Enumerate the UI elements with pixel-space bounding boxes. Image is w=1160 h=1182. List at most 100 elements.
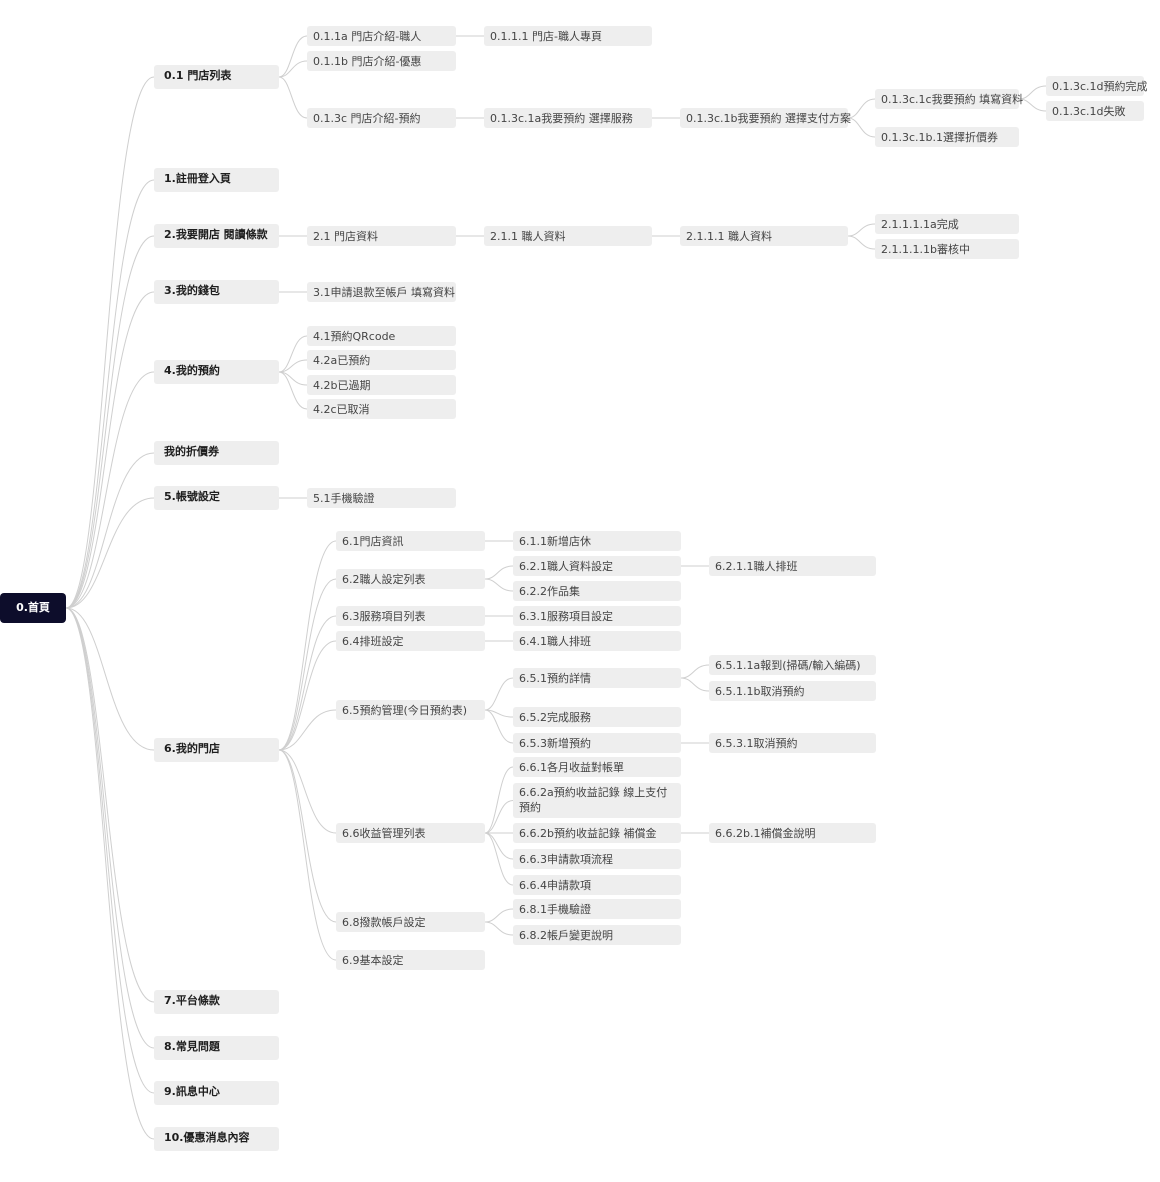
connector-node-2-1-1-1-to-node-2-1-1-1-1a	[847, 223, 876, 237]
node-0-1-3c-1c[interactable]: 0.1.3c.1c我要預約 填寫資料	[875, 89, 1023, 109]
node-6-6[interactable]: 6.6收益管理列表	[336, 823, 485, 843]
connector-node-6-6-to-node-6-6-1	[484, 766, 514, 834]
node-0-1-3c-1b-1[interactable]: 0.1.3c.1b.1選擇折價券	[875, 127, 1019, 147]
connector-node-root-to-node-1	[65, 179, 155, 609]
node-6-5-3-1[interactable]: 6.5.3.1取消預約	[709, 733, 876, 753]
connector-node-root-to-node-my-coupons	[65, 452, 155, 609]
node-0-1-3c[interactable]: 0.1.3c 門店介紹-預約	[307, 108, 456, 128]
node-6-2-2[interactable]: 6.2.2作品集	[513, 581, 681, 601]
node-6-5[interactable]: 6.5預約管理(今日預約表)	[336, 700, 485, 720]
node-4-2c[interactable]: 4.2c已取消	[307, 399, 456, 419]
node-1[interactable]: 1.註冊登入頁	[154, 168, 279, 192]
node-6-9[interactable]: 6.9基本設定	[336, 950, 485, 970]
node-6-6-1[interactable]: 6.6.1各月收益對帳單	[513, 757, 681, 777]
connector-node-2-1-1-1-to-node-2-1-1-1-1b	[847, 235, 876, 250]
node-0-1[interactable]: 0.1 門店列表	[154, 65, 279, 89]
node-0-1-1b[interactable]: 0.1.1b 門店介紹-優惠	[307, 51, 456, 71]
connector-node-root-to-node-8	[65, 607, 155, 1049]
node-2-1-1-1-1a[interactable]: 2.1.1.1.1a完成	[875, 214, 1019, 234]
node-4[interactable]: 4.我的預約	[154, 360, 279, 384]
node-7[interactable]: 7.平台條款	[154, 990, 279, 1014]
node-0-1-3c-1d-fail[interactable]: 0.1.3c.1d失敗	[1046, 101, 1144, 121]
node-6-8-2[interactable]: 6.8.2帳戶變更說明	[513, 925, 681, 945]
node-0-1-3c-1b[interactable]: 0.1.3c.1b我要預約 選擇支付方案	[680, 108, 851, 128]
node-6-6-3[interactable]: 6.6.3申請款項流程	[513, 849, 681, 869]
connector-node-6-6-to-node-6-6-4	[484, 832, 514, 886]
node-4-2b[interactable]: 4.2b已過期	[307, 375, 456, 395]
node-2-1-1-1-1b[interactable]: 2.1.1.1.1b審核中	[875, 239, 1019, 259]
node-0-1-3c-1a[interactable]: 0.1.3c.1a我要預約 選擇服務	[484, 108, 652, 128]
node-4-1[interactable]: 4.1預約QRcode	[307, 326, 456, 346]
node-6-6-2b[interactable]: 6.6.2b預約收益記錄 補償金	[513, 823, 681, 843]
node-0-1-1a[interactable]: 0.1.1a 門店介紹-職人	[307, 26, 456, 46]
connector-node-0-1-3c-1b-to-node-0-1-3c-1c	[847, 98, 876, 119]
node-6-5-3[interactable]: 6.5.3新增預約	[513, 733, 681, 753]
node-2-1-1[interactable]: 2.1.1 職人資料	[484, 226, 652, 246]
node-4-2a[interactable]: 4.2a已預約	[307, 350, 456, 370]
connector-node-6-5-1-to-node-6-5-1-1b	[680, 677, 710, 692]
node-6-2-1-1[interactable]: 6.2.1.1職人排班	[709, 556, 876, 576]
connector-node-6-8-to-node-6-8-1	[484, 908, 514, 923]
connector-node-0-1-3c-1c-to-node-0-1-3c-1d-fail	[1018, 98, 1047, 112]
node-2[interactable]: 2.我要開店 閱讀條款	[154, 224, 279, 248]
node-6-5-1[interactable]: 6.5.1預約詳情	[513, 668, 681, 688]
connector-node-0-1-to-node-0-1-1a	[278, 35, 308, 78]
connector-node-6-to-node-6-2	[278, 578, 337, 751]
node-6-8-1[interactable]: 6.8.1手機驗證	[513, 899, 681, 919]
node-6-5-2[interactable]: 6.5.2完成服務	[513, 707, 681, 727]
node-6-8[interactable]: 6.8撥款帳戶設定	[336, 912, 485, 932]
connector-node-6-8-to-node-6-8-2	[484, 921, 514, 936]
node-6-3[interactable]: 6.3服務項目列表	[336, 606, 485, 626]
connector-node-6-2-to-node-6-2-1	[484, 565, 514, 580]
node-my-coupons[interactable]: 我的折價券	[154, 441, 279, 465]
node-2-1[interactable]: 2.1 門店資料	[307, 226, 456, 246]
connector-node-6-5-1-to-node-6-5-1-1a	[680, 664, 710, 679]
node-6-1[interactable]: 6.1門店資訊	[336, 531, 485, 551]
node-9[interactable]: 9.訊息中心	[154, 1081, 279, 1105]
connector-node-root-to-node-10	[65, 607, 155, 1140]
connector-node-4-to-node-4-1	[278, 335, 308, 373]
node-6-6-2b-1[interactable]: 6.6.2b.1補償金說明	[709, 823, 876, 843]
node-0-1-1-1[interactable]: 0.1.1.1 門店-職人專頁	[484, 26, 652, 46]
node-5-1[interactable]: 5.1手機驗證	[307, 488, 456, 508]
connector-node-root-to-node-3	[65, 291, 155, 609]
node-2-1-1-1[interactable]: 2.1.1.1 職人資料	[680, 226, 848, 246]
connector-node-6-to-node-6-8	[278, 749, 337, 923]
connector-node-6-to-node-6-9	[278, 749, 337, 961]
node-8[interactable]: 8.常見問題	[154, 1036, 279, 1060]
node-6-4[interactable]: 6.4排班設定	[336, 631, 485, 651]
node-6-1-1[interactable]: 6.1.1新增店休	[513, 531, 681, 551]
connector-node-root-to-node-4	[65, 371, 155, 609]
node-6-3-1[interactable]: 6.3.1服務項目設定	[513, 606, 681, 626]
node-5[interactable]: 5.帳號設定	[154, 486, 279, 510]
connector-node-root-to-node-6	[65, 607, 155, 751]
connector-node-6-to-node-6-1	[278, 540, 337, 751]
node-6-2-1[interactable]: 6.2.1職人資料設定	[513, 556, 681, 576]
node-6-2[interactable]: 6.2職人設定列表	[336, 569, 485, 589]
connector-node-root-to-node-7	[65, 607, 155, 1003]
connector-node-root-to-node-2	[65, 235, 155, 609]
connector-node-6-5-to-node-6-5-1	[484, 677, 514, 711]
node-3-1[interactable]: 3.1申請退款至帳戶 填寫資料	[307, 282, 456, 302]
node-root[interactable]: 0.首頁	[0, 593, 66, 623]
connector-node-6-to-node-6-3	[278, 615, 337, 751]
node-6-6-4[interactable]: 6.6.4申請款項	[513, 875, 681, 895]
connector-node-4-to-node-4-2a	[278, 359, 308, 373]
connector-node-root-to-node-9	[65, 607, 155, 1094]
connector-node-root-to-node-5	[65, 497, 155, 609]
node-0-1-3c-1d-complete[interactable]: 0.1.3c.1d預約完成	[1046, 76, 1148, 96]
connector-node-0-1-to-node-0-1-3c	[278, 76, 308, 119]
connector-node-6-6-to-node-6-6-2a	[484, 800, 514, 834]
node-10[interactable]: 10.優惠消息內容	[154, 1127, 279, 1151]
node-6[interactable]: 6.我的門店	[154, 738, 279, 762]
connector-node-0-1-3c-1b-to-node-0-1-3c-1b-1	[847, 117, 876, 138]
node-3[interactable]: 3.我的錢包	[154, 280, 279, 304]
node-6-5-1-1a[interactable]: 6.5.1.1a報到(掃碼/輸入編碼)	[709, 655, 876, 675]
node-6-4-1[interactable]: 6.4.1職人排班	[513, 631, 681, 651]
node-6-5-1-1b[interactable]: 6.5.1.1b取消預約	[709, 681, 876, 701]
connector-node-0-1-3c-1c-to-node-0-1-3c-1d-complete	[1018, 85, 1047, 100]
connector-node-4-to-node-4-2c	[278, 371, 308, 410]
node-6-6-2a[interactable]: 6.6.2a預約收益記錄 線上支付預約	[513, 783, 681, 818]
